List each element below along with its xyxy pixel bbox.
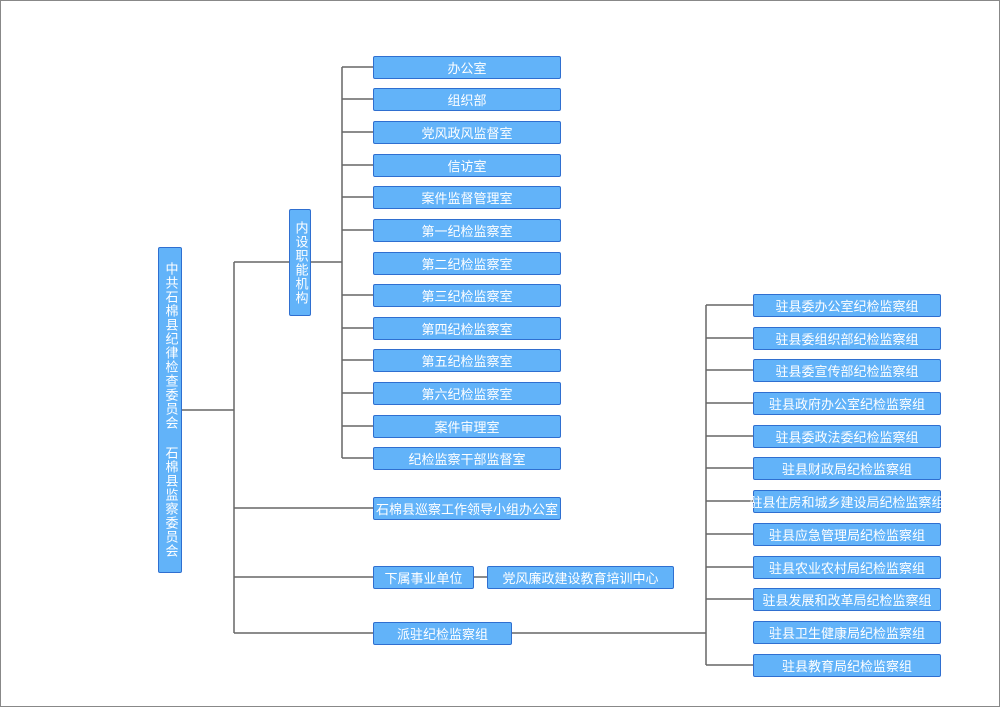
stationed-item: 驻县政府办公室纪检监察组 xyxy=(753,392,941,415)
internal-item: 第五纪检监察室 xyxy=(373,349,561,372)
stationed-item: 驻县委宣传部纪检监察组 xyxy=(753,359,941,382)
internal-item: 党风政风监督室 xyxy=(373,121,561,144)
internal-item: 组织部 xyxy=(373,88,561,111)
stationed-item: 驻县卫生健康局纪检监察组 xyxy=(753,621,941,644)
stationed-item: 驻县教育局纪检监察组 xyxy=(753,654,941,677)
stationed-item: 驻县委政法委纪检监察组 xyxy=(753,425,941,448)
internal-item: 第一纪检监察室 xyxy=(373,219,561,242)
internal-item: 办公室 xyxy=(373,56,561,79)
stationed-item: 驻县发展和改革局纪检监察组 xyxy=(753,588,941,611)
internal-item: 第三纪检监察室 xyxy=(373,284,561,307)
stationed-item: 驻县财政局纪检监察组 xyxy=(753,457,941,480)
internal-item: 纪检监察干部监督室 xyxy=(373,447,561,470)
stationed-item: 驻县委办公室纪检监察组 xyxy=(753,294,941,317)
subsidiary-units-node: 下属事业单位 xyxy=(373,566,474,589)
internal-item: 第六纪检监察室 xyxy=(373,382,561,405)
stationed-item: 驻县委组织部纪检监察组 xyxy=(753,327,941,350)
stationed-groups-node: 派驻纪检监察组 xyxy=(373,622,512,645)
stationed-item: 驻县农业农村局纪检监察组 xyxy=(753,556,941,579)
internal-item: 第四纪检监察室 xyxy=(373,317,561,340)
stationed-item: 驻县应急管理局纪检监察组 xyxy=(753,523,941,546)
internal-item: 第二纪检监察室 xyxy=(373,252,561,275)
root-node: 中共石棉县纪律检查委员会 石棉县监察委员会 xyxy=(158,247,182,573)
patrol-office-node: 石棉县巡察工作领导小组办公室 xyxy=(373,497,561,520)
stationed-item: 驻县住房和城乡建设局纪检监察组 xyxy=(750,490,945,513)
internal-item: 案件审理室 xyxy=(373,415,561,438)
internal-item: 案件监督管理室 xyxy=(373,186,561,209)
training-center-node: 党风廉政建设教育培训中心 xyxy=(487,566,674,589)
internal-departments-node: 内设职能机构 xyxy=(289,209,311,316)
internal-item: 信访室 xyxy=(373,154,561,177)
